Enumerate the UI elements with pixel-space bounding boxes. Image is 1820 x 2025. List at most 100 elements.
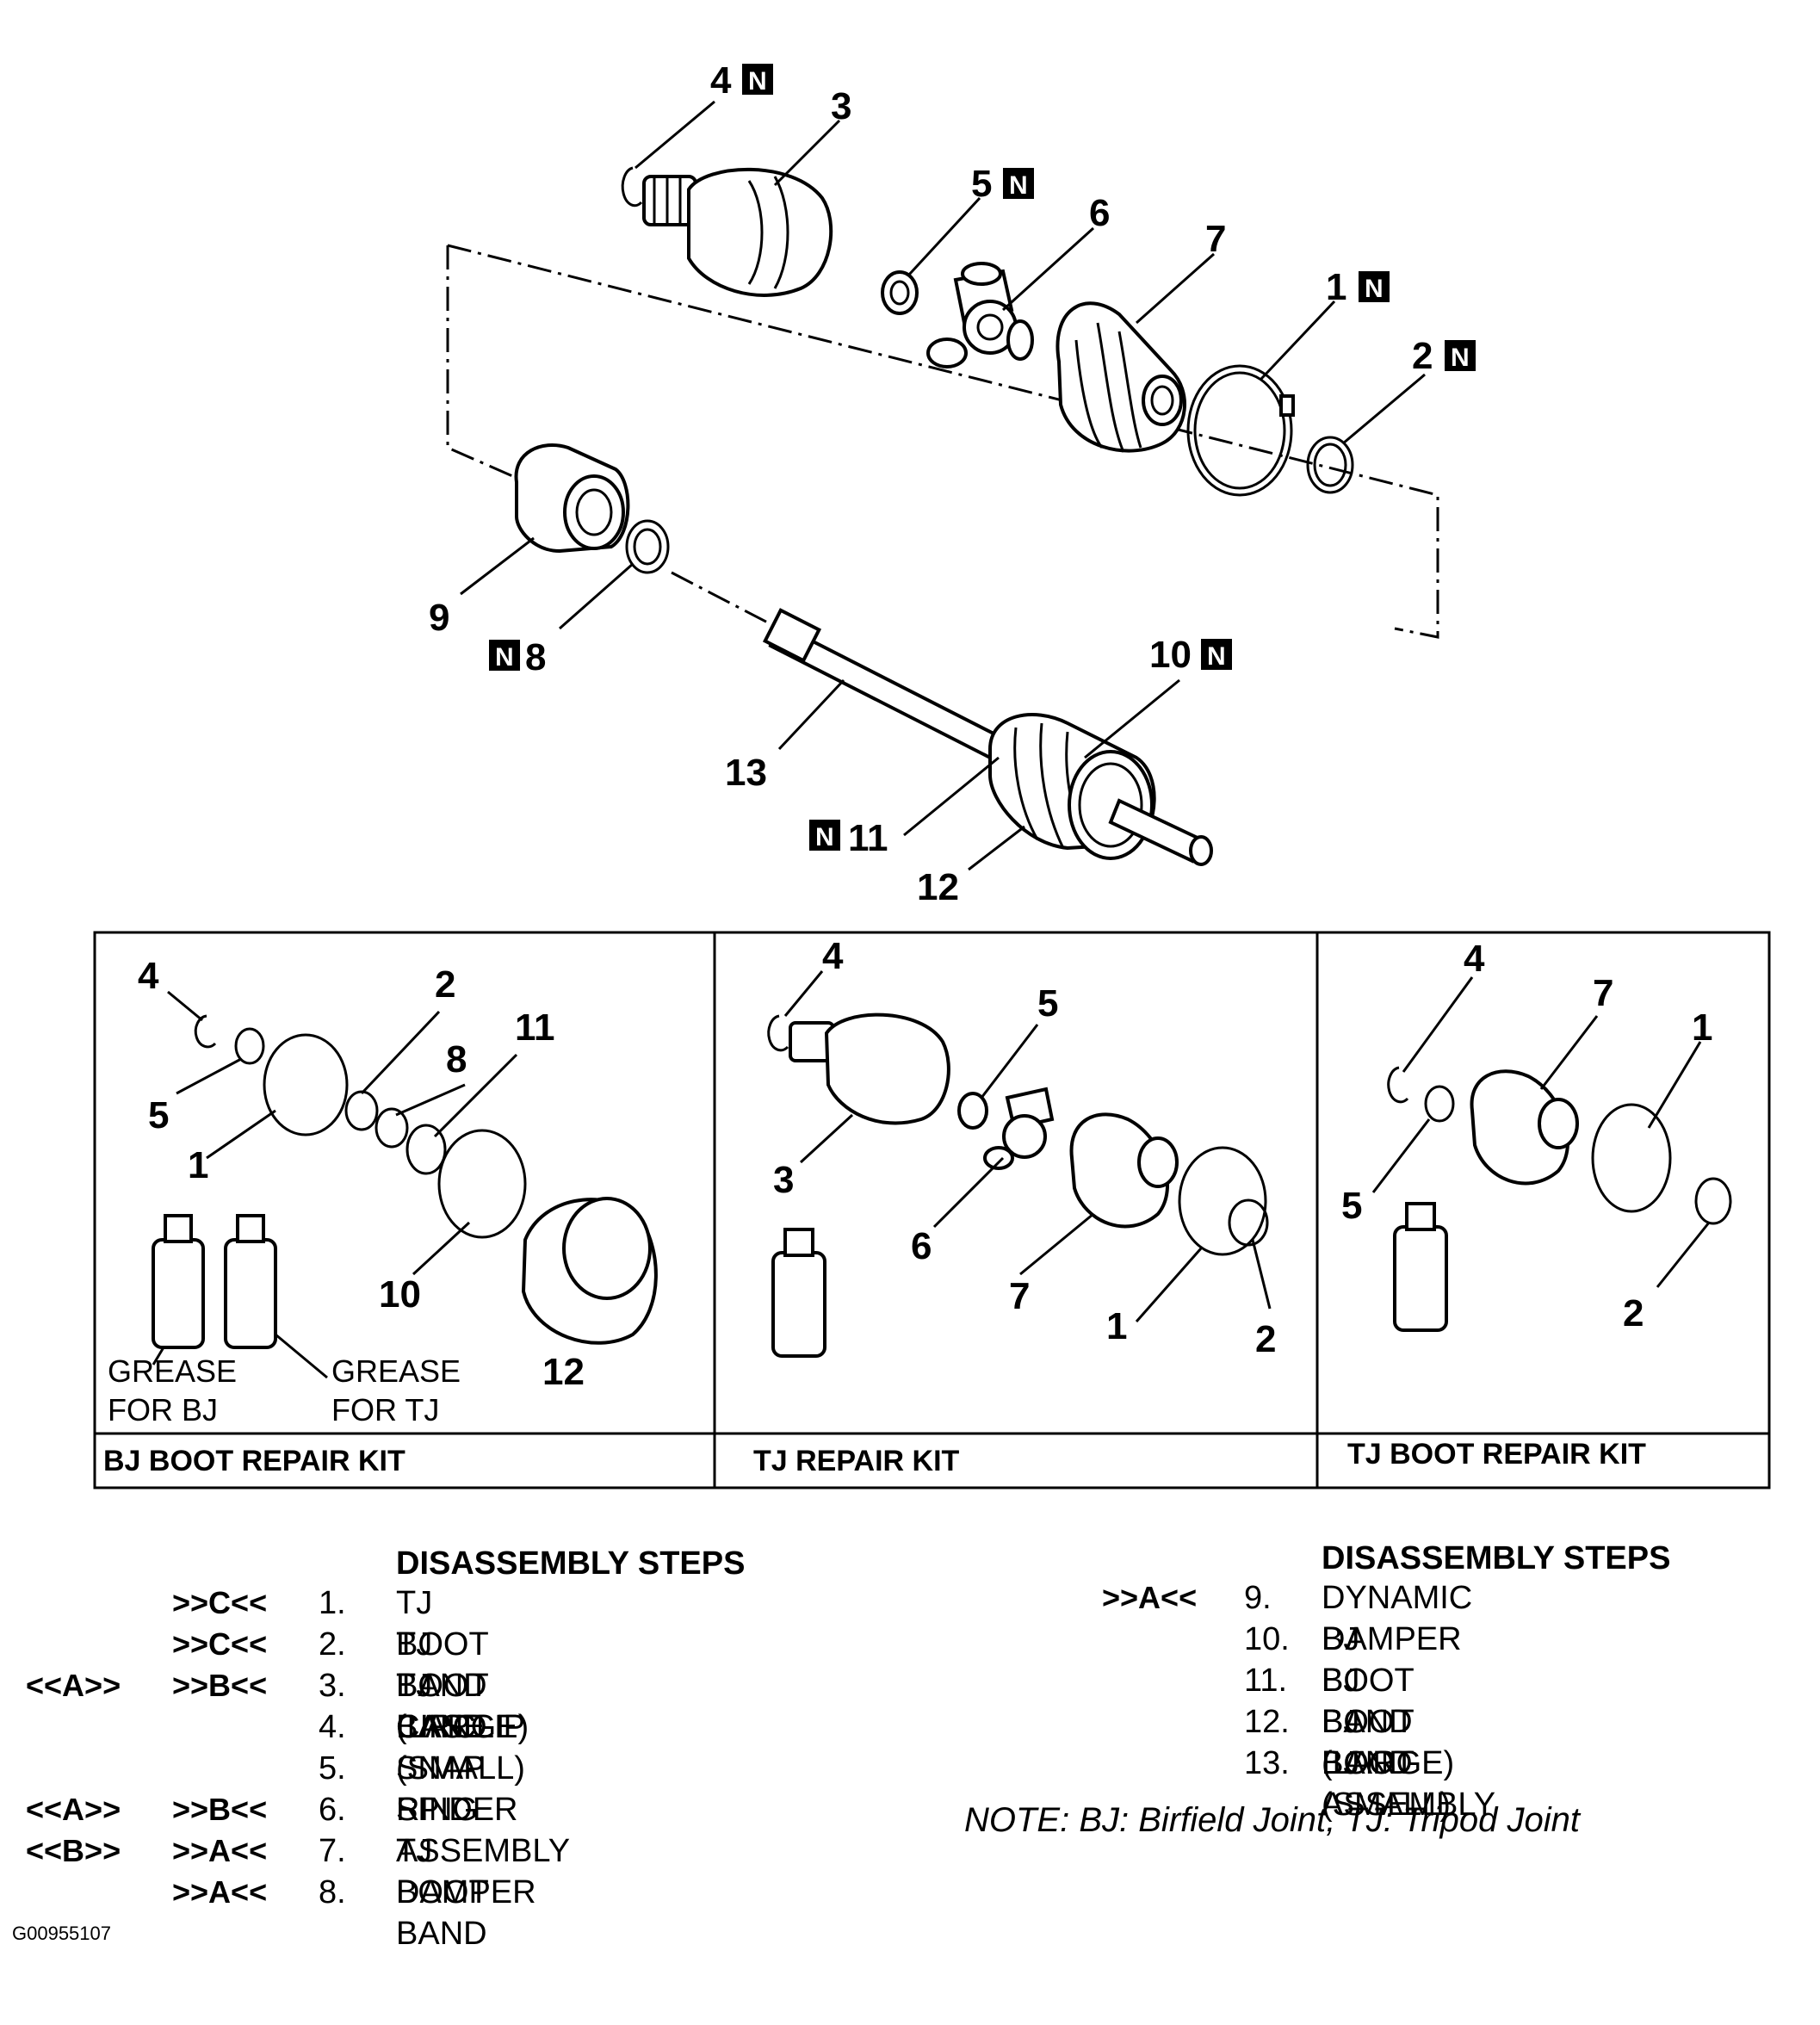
step-ref-b: >>B<< [172, 1668, 268, 1703]
svg-text:8: 8 [446, 1038, 467, 1081]
spider-assembly-part [926, 262, 1034, 368]
callout-4-main: 4 N [710, 59, 773, 102]
step-label: BJ BOOT [1322, 1704, 1415, 1781]
step-number: 2. [319, 1626, 346, 1663]
callout-2-main: 2 N [1412, 335, 1476, 377]
abbreviation-note: NOTE: BJ: Birfield Joint, TJ: Tripod Joi… [964, 1801, 1581, 1839]
step-label: TJ BOOT BAND (SMALL) [396, 1626, 525, 1787]
snap-ring-part [881, 270, 919, 315]
step-number: 11. [1244, 1663, 1288, 1699]
svg-text:1: 1 [188, 1144, 208, 1186]
step-number: 3. [319, 1668, 346, 1704]
kit-title-tjboot: TJ BOOT REPAIR KIT [1347, 1438, 1646, 1471]
svg-text:2: 2 [435, 963, 455, 1006]
step-label: TJ BOOT [396, 1833, 489, 1910]
kit-panels-frame [93, 931, 1771, 1489]
callout-6-main: 6 [1089, 192, 1110, 234]
callout-12-main: 12 [917, 866, 959, 908]
leader-lines [152, 100, 1711, 1379]
figure-code: G00955107 [12, 1923, 111, 1944]
svg-text:4: 4 [710, 59, 732, 102]
callout-9-main: 9 [429, 597, 449, 639]
callout-3-main: 3 [831, 85, 851, 127]
step-label: TJ CASE [396, 1668, 486, 1745]
step-number: 8. [319, 1874, 346, 1910]
svg-text:13: 13 [725, 752, 767, 794]
dynamic-damper-part [514, 443, 630, 554]
svg-text:9: 9 [429, 597, 449, 639]
step-ref-b: >>A<< [172, 1833, 268, 1868]
tj-case-part [642, 167, 833, 297]
svg-text:4: 4 [138, 955, 159, 997]
step-ref-a: <<A>> [26, 1792, 121, 1827]
callout-13-main: 13 [725, 752, 767, 794]
callout-8-main: N 8 [489, 636, 546, 678]
svg-text:4: 4 [822, 935, 844, 977]
steps-header: DISASSEMBLY STEPS [1322, 1540, 1671, 1576]
svg-text:10: 10 [1149, 634, 1192, 676]
svg-text:7: 7 [1205, 218, 1226, 260]
bj-shaft-part [762, 608, 1001, 760]
svg-text:1: 1 [1692, 1006, 1712, 1049]
tj-kit-parts [767, 1012, 1269, 1358]
n-badge: N [1003, 168, 1034, 200]
svg-text:12: 12 [542, 1351, 585, 1393]
svg-text:N: N [748, 67, 767, 96]
svg-text:5: 5 [1037, 982, 1058, 1025]
step-number: 4. [319, 1709, 346, 1745]
bj-kit-parts [152, 1014, 658, 1349]
assembly-outline [446, 244, 1439, 639]
steps-header: DISASSEMBLY STEPS [396, 1545, 746, 1582]
svg-text:5: 5 [148, 1094, 169, 1136]
svg-text:1: 1 [1106, 1305, 1127, 1347]
svg-text:N: N [1207, 642, 1226, 671]
step-number: 6. [319, 1792, 346, 1828]
callout-1-main: 1 N [1326, 266, 1390, 308]
svg-text:3: 3 [773, 1159, 794, 1201]
step-ref-a: <<A>> [26, 1668, 121, 1703]
step-number: 9. [1244, 1580, 1272, 1616]
step-label: BJ BOOT BAND (SMALL) [1322, 1663, 1451, 1823]
n-badge: N [1359, 271, 1390, 303]
step-label: SNAP RING [396, 1750, 485, 1828]
n-badge: N [489, 640, 520, 672]
svg-text:N: N [1009, 171, 1028, 200]
step-ref-b: >>C<< [172, 1585, 268, 1620]
callout-11-main: N 11 [809, 817, 888, 859]
bj-kit-labels: 4 2 11 8 5 1 10 12 GREASE FOR BJ GREASE … [108, 955, 585, 1427]
tj-kit-labels: 4 5 3 6 7 1 2 [773, 935, 1276, 1360]
tj-boot-band-small-part [1306, 436, 1354, 494]
svg-text:6: 6 [1089, 192, 1110, 234]
tjboot-kit-labels: 4 7 1 5 2 [1341, 938, 1712, 1335]
callout-5-main: 5 N [971, 163, 1034, 205]
step-number: 1. [319, 1585, 346, 1621]
svg-text:5: 5 [1341, 1185, 1362, 1227]
step-number: 10. [1244, 1621, 1290, 1657]
step-label: CIRCLIP [396, 1709, 525, 1745]
svg-text:7: 7 [1009, 1275, 1030, 1317]
step-label: SPIDER ASSEMBLY [396, 1792, 571, 1869]
svg-text:N: N [1365, 275, 1384, 303]
step-label: BJ ASSEMBLY [1322, 1745, 1496, 1823]
bj-assembly-part [988, 713, 1213, 866]
callout-10-main: 10 N [1149, 634, 1232, 676]
step-label: TJ BOOT BAND (LARGE) [396, 1585, 529, 1745]
svg-text:GREASE: GREASE [331, 1353, 461, 1389]
svg-text:FOR TJ: FOR TJ [331, 1392, 439, 1427]
step-number: 12. [1244, 1704, 1290, 1740]
callout-7-main: 7 [1205, 218, 1226, 260]
svg-text:2: 2 [1255, 1318, 1276, 1360]
svg-text:N: N [495, 643, 514, 672]
tjboot-kit-parts [1387, 1066, 1732, 1332]
svg-text:2: 2 [1412, 335, 1433, 377]
svg-text:GREASE: GREASE [108, 1353, 237, 1389]
svg-text:11: 11 [515, 1006, 555, 1049]
svg-text:2: 2 [1623, 1292, 1644, 1335]
step-label: BJ BOOT BAND (LARGE) [1322, 1621, 1455, 1781]
n-badge: N [1201, 639, 1232, 671]
svg-text:FOR BJ: FOR BJ [108, 1392, 218, 1427]
step-ref-a: <<B>> [26, 1833, 121, 1868]
svg-text:12: 12 [917, 866, 959, 908]
svg-text:10: 10 [379, 1273, 421, 1316]
